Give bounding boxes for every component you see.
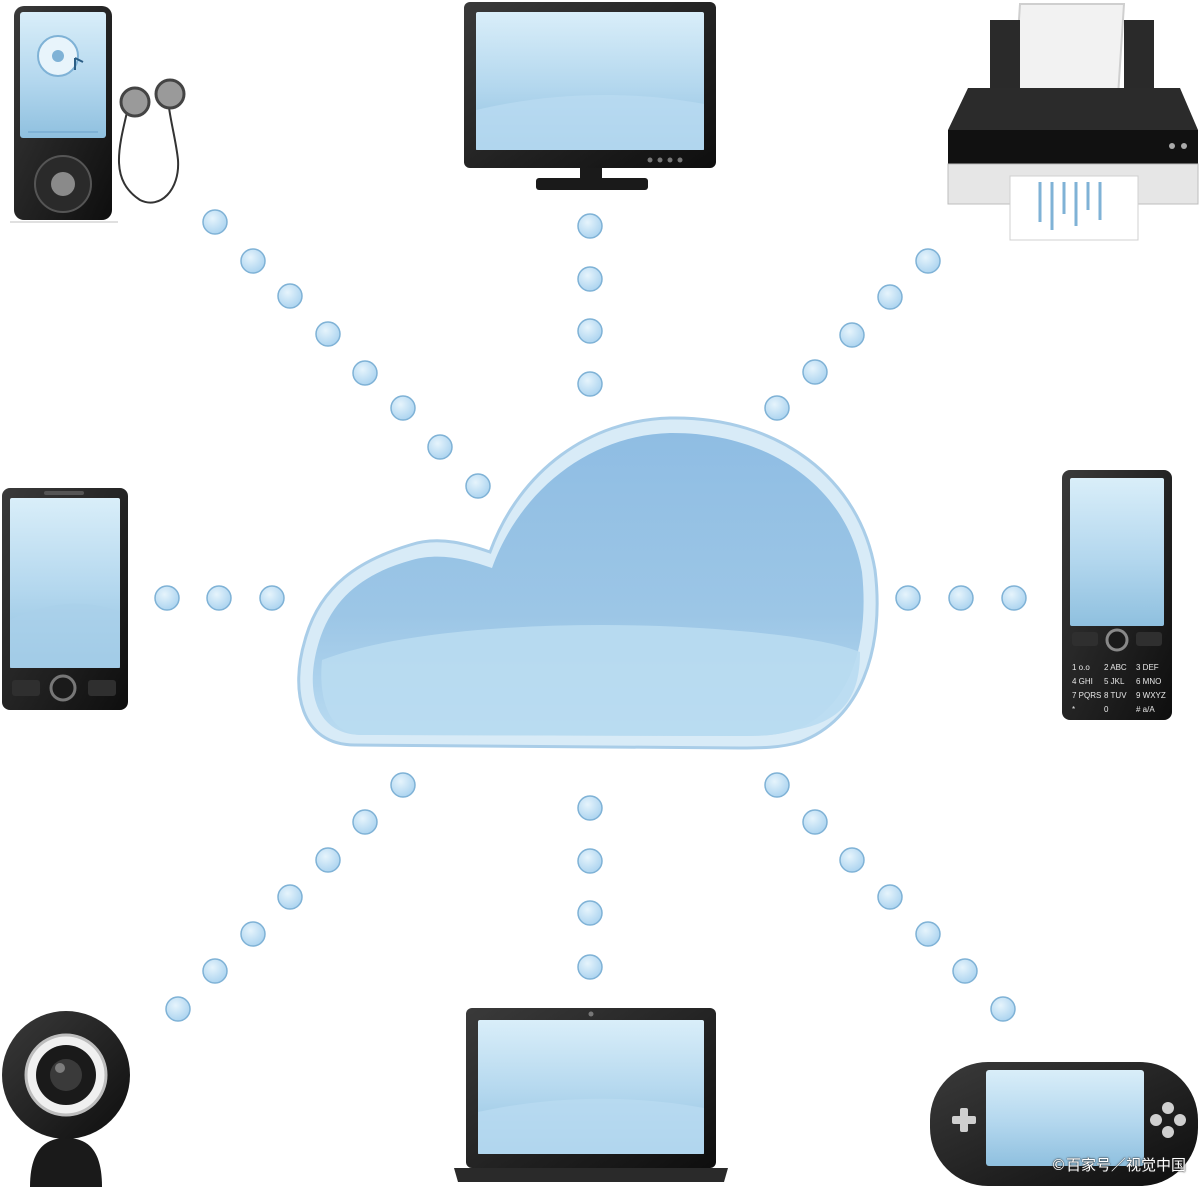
connection-dot	[577, 371, 603, 397]
watermark-text: ©百家号／视觉中国	[1050, 1156, 1186, 1174]
connection-dot	[990, 996, 1016, 1022]
keypad-key-label: 0	[1104, 705, 1109, 714]
connection-dot	[165, 996, 191, 1022]
keypad-key-label: 3 DEF	[1136, 663, 1159, 672]
connection-dot	[259, 585, 285, 611]
game-console-icon	[930, 1062, 1198, 1186]
connection-dot	[895, 585, 921, 611]
keypad-key-label: *	[1072, 705, 1075, 714]
connection-dot	[577, 848, 603, 874]
connection-dot	[202, 209, 228, 235]
connection-dot	[277, 283, 303, 309]
connection-dot	[952, 958, 978, 984]
connection-dot	[577, 318, 603, 344]
connection-dot	[915, 248, 941, 274]
keypad-key-label: 2 ABC	[1104, 663, 1127, 672]
connection-dot	[315, 847, 341, 873]
connection-dot	[277, 884, 303, 910]
connection-dot	[240, 248, 266, 274]
connection-dot	[154, 585, 180, 611]
connection-dot	[915, 921, 941, 947]
connection-dot	[390, 395, 416, 421]
connection-dot	[352, 360, 378, 386]
connection-dot	[352, 809, 378, 835]
connection-dot	[802, 359, 828, 385]
monitor-icon	[464, 2, 716, 190]
cloud-icon	[297, 416, 879, 750]
keypad-key-label: 7 PQRS	[1072, 691, 1101, 700]
connection-dot	[577, 213, 603, 239]
keypad-key-label: 6 MNO	[1136, 677, 1161, 686]
connection-dot	[427, 434, 453, 460]
connection-dot	[839, 322, 865, 348]
keypad-key-label: 4 GHI	[1072, 677, 1093, 686]
connection-dot	[390, 772, 416, 798]
connection-dot	[802, 809, 828, 835]
connection-dot	[206, 585, 232, 611]
media-player-icon	[10, 6, 186, 223]
connection-dot	[577, 900, 603, 926]
connection-dot	[465, 473, 491, 499]
keypad-key-label: 1 o.o	[1072, 663, 1090, 672]
connection-dot	[764, 395, 790, 421]
connection-dot	[315, 321, 341, 347]
connection-dots	[154, 209, 1027, 1022]
connection-dot	[839, 847, 865, 873]
keypad-key-label: 8 TUV	[1104, 691, 1127, 700]
connection-dot	[764, 772, 790, 798]
connection-dot	[577, 266, 603, 292]
smartphone-icon	[2, 488, 128, 710]
keypad-key-label: # a/A	[1136, 705, 1155, 714]
connection-dot	[202, 958, 228, 984]
laptop-icon	[454, 1008, 728, 1182]
keypad-key-label: 5 JKL	[1104, 677, 1125, 686]
webcam-icon	[2, 1011, 130, 1187]
connection-dot	[1001, 585, 1027, 611]
connection-dot	[948, 585, 974, 611]
printer-icon	[947, 3, 1199, 241]
connection-dot	[577, 795, 603, 821]
connection-dot	[240, 921, 266, 947]
keypad-key-label: 9 WXYZ	[1136, 691, 1166, 700]
connection-dot	[877, 284, 903, 310]
connection-dot	[577, 954, 603, 980]
connection-dot	[877, 884, 903, 910]
